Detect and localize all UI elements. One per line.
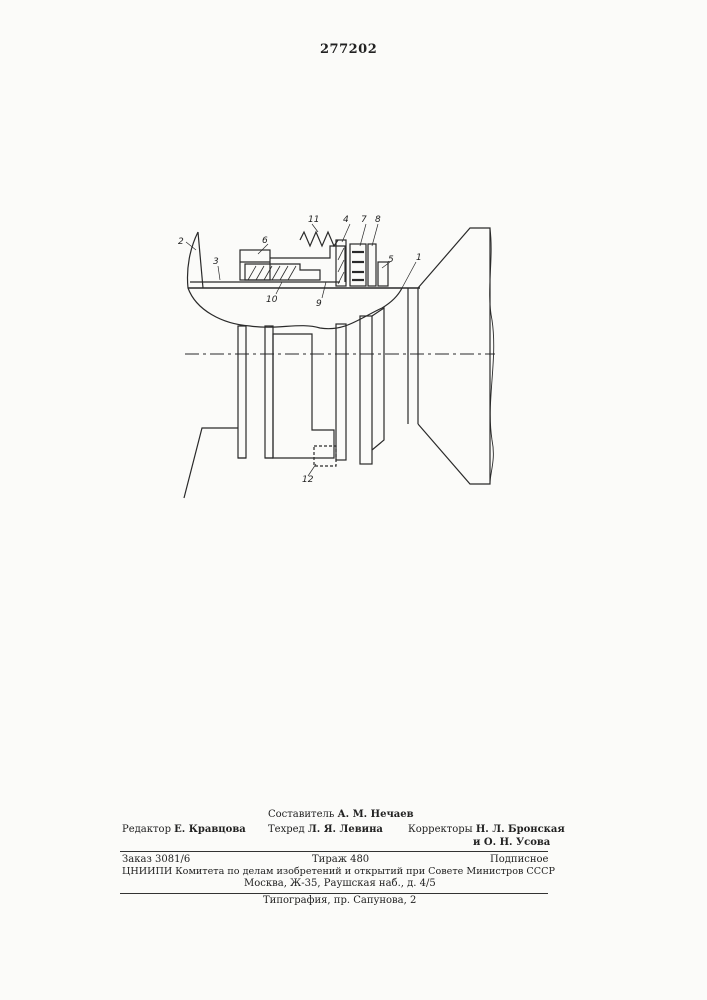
- label-6: 6: [262, 236, 268, 246]
- part-10-piece: [245, 264, 320, 280]
- techred-label: Техред: [268, 824, 305, 835]
- divider-2: [120, 893, 548, 894]
- label-5: 5: [388, 255, 394, 265]
- print-run: Тираж 480: [312, 854, 369, 865]
- techred-line: Техред Л. Я. Левина: [268, 824, 383, 835]
- label-2: 2: [178, 237, 184, 247]
- label-3: 3: [213, 257, 219, 267]
- correctors-line: Корректоры Н. Л. Бронская: [408, 824, 565, 835]
- label-8: 8: [375, 215, 381, 225]
- editor-name: Е. Кравцова: [174, 824, 246, 835]
- label-4: 4: [343, 215, 349, 225]
- divider: [120, 851, 548, 852]
- hub-body: [273, 334, 334, 458]
- compiler-name: А. М. Нечаев: [338, 809, 414, 820]
- printer: Типография, пр. Сапунова, 2: [263, 895, 416, 906]
- techred-name: Л. Я. Левина: [308, 824, 383, 835]
- label-9: 9: [316, 299, 322, 309]
- correctors-label: Корректоры: [408, 824, 473, 835]
- compiler-label: Составитель: [268, 809, 334, 820]
- spring-11: [300, 232, 338, 246]
- label-7: 7: [361, 215, 367, 225]
- label-1: 1: [416, 253, 422, 263]
- compiler-line: Составитель А. М. Нечаев: [268, 809, 414, 820]
- disk-left-1: [238, 326, 246, 458]
- editor-label: Редактор: [122, 824, 171, 835]
- label-12: 12: [302, 475, 314, 485]
- editor-line: Редактор Е. Кравцова: [122, 824, 246, 835]
- label-10: 10: [266, 295, 278, 305]
- cone-part: [418, 228, 490, 484]
- label-11: 11: [308, 215, 319, 225]
- disk-middle: [336, 324, 346, 460]
- institute: ЦНИИПИ Комитета по делам изобретений и о…: [122, 866, 555, 877]
- part-12-lug: [314, 446, 336, 466]
- address: Москва, Ж-35, Раушская наб., д. 4/5: [244, 878, 436, 889]
- part-5-cap: [378, 262, 388, 286]
- base-frame: [184, 428, 238, 498]
- disk-right: [360, 316, 372, 464]
- order-number: Заказ 3081/6: [122, 854, 190, 865]
- corrector-1: Н. Л. Бронская: [476, 824, 565, 835]
- part-8-cover: [368, 244, 376, 286]
- corrector-2: и О. Н. Усова: [473, 837, 550, 848]
- disk-left-2: [265, 326, 273, 458]
- subscription-note: Подписное: [490, 854, 548, 865]
- part-2-wall: [198, 232, 203, 288]
